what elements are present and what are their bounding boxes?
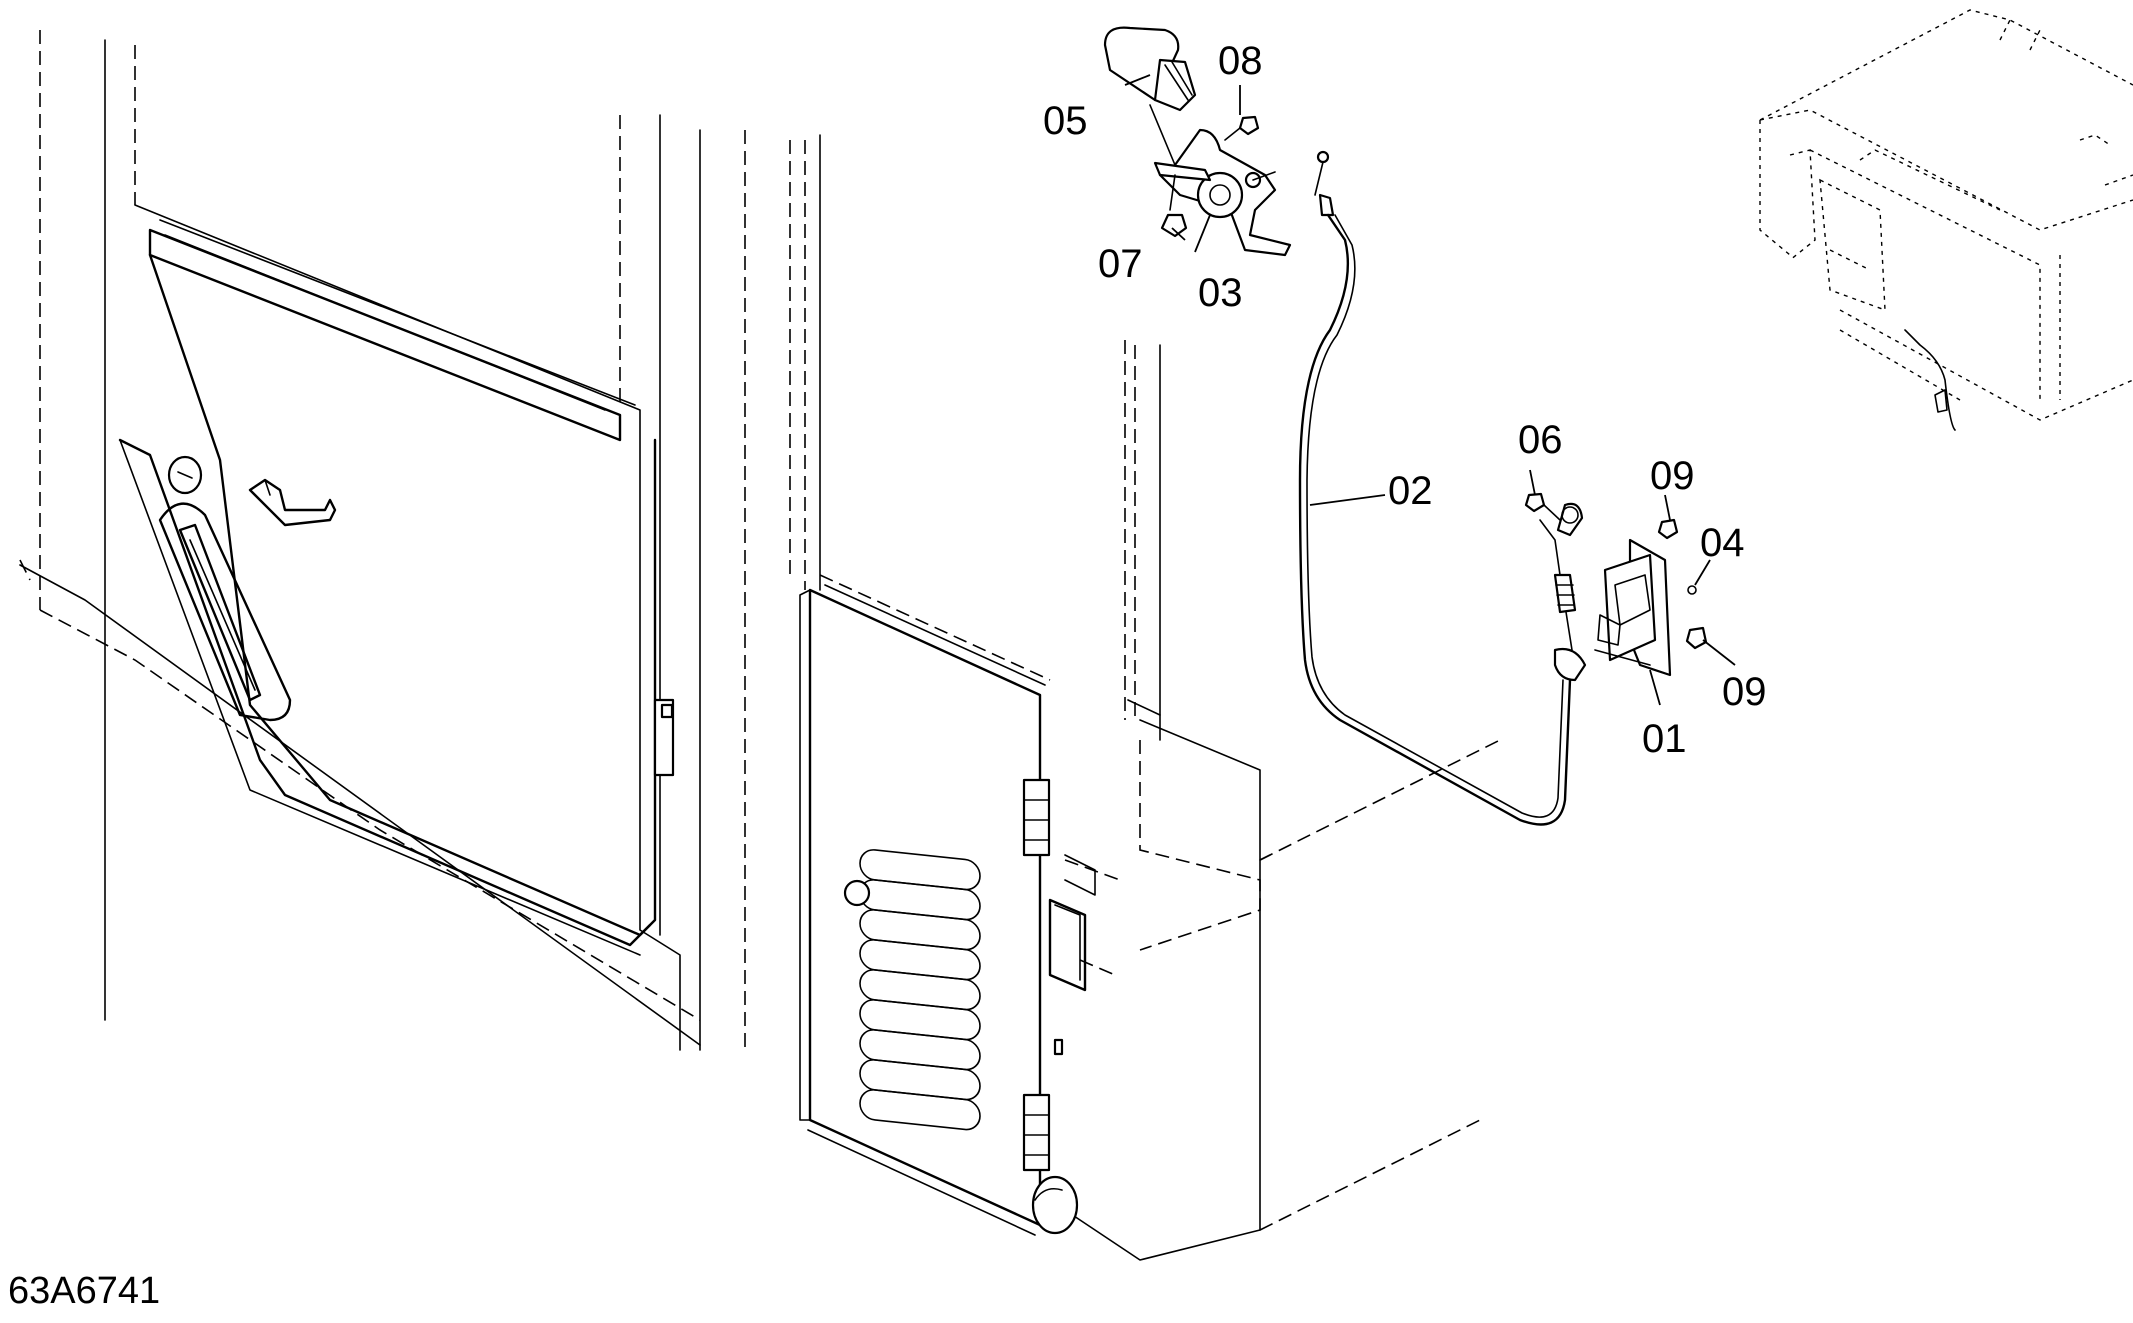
- release-cable: [1298, 213, 1572, 826]
- drawing-number: 63A6741: [8, 1270, 160, 1312]
- cab-door: [19, 30, 746, 1051]
- callout-09-top: 09: [1650, 454, 1695, 498]
- callout-05: 05: [1043, 99, 1088, 143]
- callout-02: 02: [1388, 469, 1433, 513]
- callout-04: 04: [1700, 521, 1745, 565]
- latch-assembly: [1524, 492, 1708, 682]
- callout-01: 01: [1642, 717, 1687, 761]
- callout-08: 08: [1218, 39, 1263, 83]
- battery-box: [789, 134, 1501, 1261]
- callout-labels: 05 08 07 03 02 06 09 04 09 01: [1043, 39, 1767, 761]
- callout-09-bottom: 09: [1722, 670, 1767, 714]
- vent-slots: [859, 849, 981, 1131]
- callout-07: 07: [1098, 242, 1143, 286]
- leader-lines: [1124, 74, 1736, 706]
- release-lever-assembly: [1103, 26, 1335, 257]
- callout-03: 03: [1198, 271, 1243, 315]
- callout-06: 06: [1518, 418, 1563, 462]
- machine-overview: [1759, 9, 2133, 431]
